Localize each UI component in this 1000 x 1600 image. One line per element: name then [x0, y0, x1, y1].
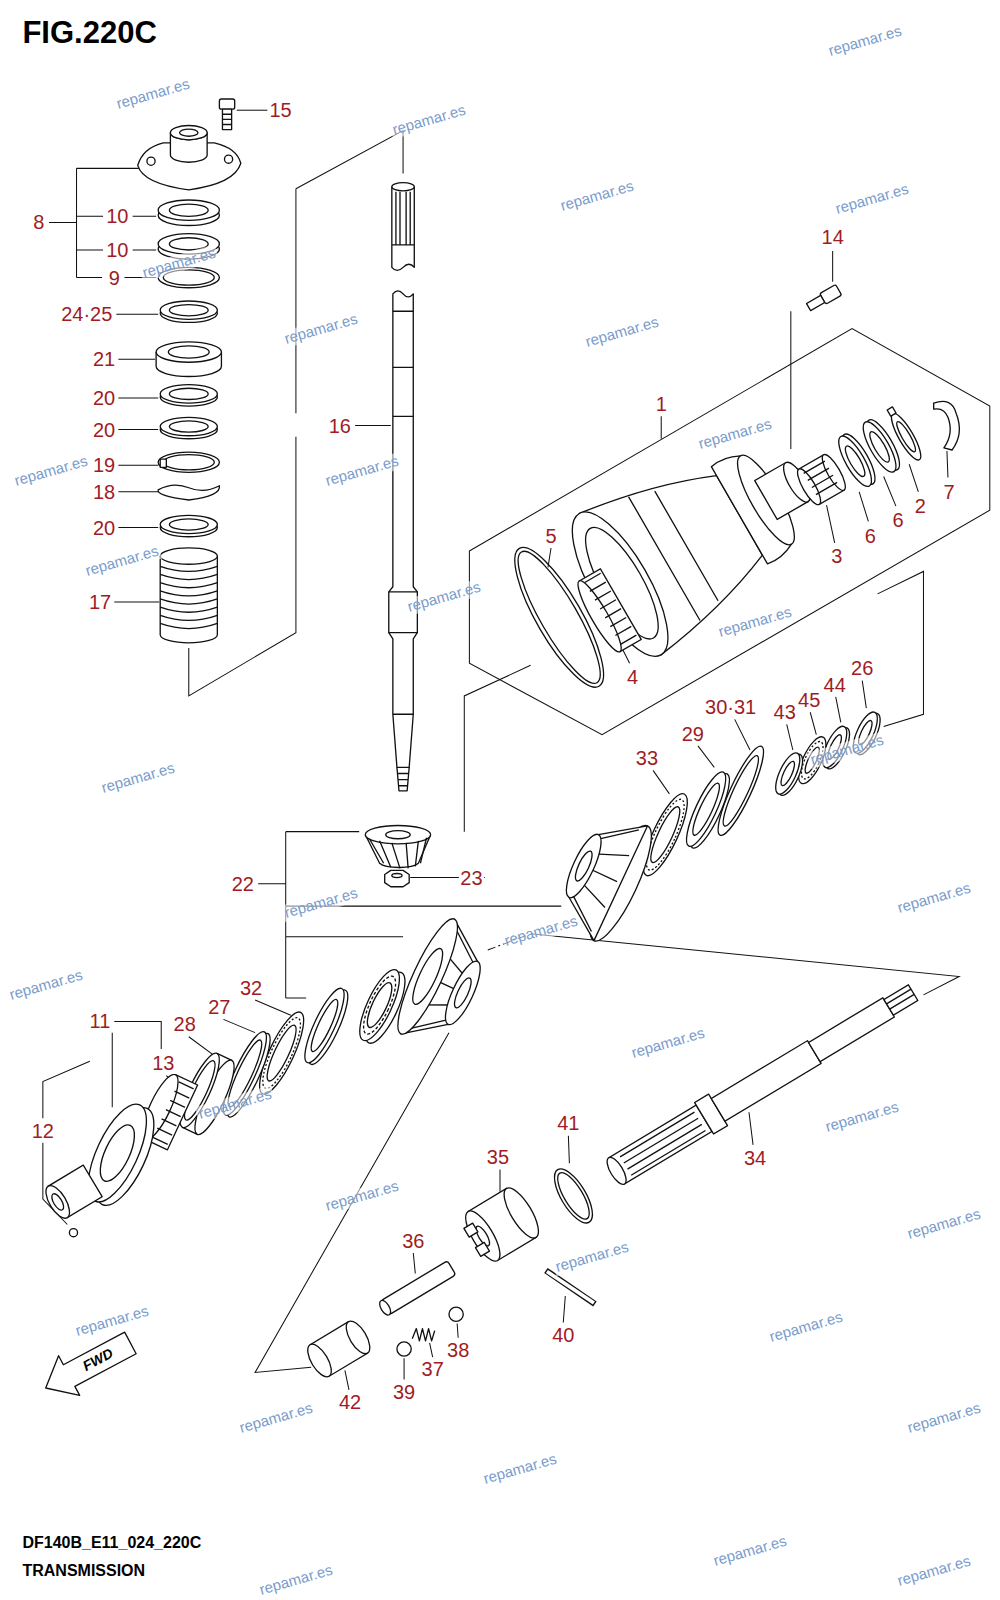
callout-number: 43: [773, 701, 797, 723]
callout-number: 7: [942, 481, 955, 503]
callout-number: 42: [338, 1391, 362, 1413]
watermark: repamar.es: [6, 966, 87, 1004]
callout-number: 15: [268, 99, 292, 121]
watermark: repamar.es: [582, 313, 663, 351]
callout-number: 2: [914, 495, 927, 517]
parts-drawing: [35, 99, 959, 1408]
callout-number: 29: [681, 723, 705, 745]
watermark: repamar.es: [388, 102, 469, 140]
callout-number: 33: [635, 747, 659, 769]
watermark: repamar.es: [904, 1206, 985, 1244]
callout-number: 19: [92, 454, 116, 476]
callout-number: 35: [486, 1146, 510, 1168]
callout-number: 32: [239, 977, 263, 999]
callout-number: 28: [173, 1013, 197, 1035]
callout-number: 4: [626, 666, 639, 688]
callout-number: 26: [850, 657, 874, 679]
watermark: repamar.es: [893, 1553, 974, 1591]
figure-title: FIG.220C: [22, 16, 156, 50]
callout-number: 20: [92, 517, 116, 539]
callout-number: 6: [864, 525, 877, 547]
watermark: repamar.es: [404, 578, 485, 616]
watermark: repamar.es: [628, 1024, 709, 1062]
leader-lines: [43, 110, 990, 1390]
callout-number: 41: [556, 1112, 580, 1134]
watermark: repamar.es: [807, 731, 888, 769]
watermark: repamar.es: [480, 1451, 561, 1489]
figure-caption: DF140B_E11_024_220C: [22, 1534, 201, 1552]
watermark: repamar.es: [138, 244, 219, 282]
callout-number: 10: [105, 239, 129, 261]
direction-label: FWD: [80, 1346, 115, 1375]
watermark: repamar.es: [235, 1400, 316, 1438]
watermark: repamar.es: [281, 310, 362, 348]
watermark: repamar.es: [552, 1238, 633, 1276]
callout-number: 37: [421, 1358, 445, 1380]
callout-number: 22: [231, 873, 255, 895]
callout-number: 5: [544, 525, 557, 547]
callout-number: 16: [328, 415, 352, 437]
callout-number: 44: [823, 674, 847, 696]
figure-caption: TRANSMISSION: [22, 1563, 145, 1581]
callout-number: 36: [401, 1230, 425, 1252]
callout-number: 23: [459, 867, 483, 889]
callout-number: 24·25: [60, 303, 113, 325]
watermark: repamar.es: [710, 1532, 791, 1570]
callout-number: 17: [88, 591, 112, 613]
watermark: repamar.es: [766, 1308, 847, 1346]
callout-number: 39: [392, 1381, 416, 1403]
callout-number: 8: [32, 211, 45, 233]
callout-number: 45: [797, 689, 821, 711]
callout-number: 1: [655, 393, 668, 415]
watermark: repamar.es: [256, 1561, 337, 1599]
watermark: repamar.es: [113, 75, 194, 113]
callout-number: 6: [891, 509, 904, 531]
watermark: repamar.es: [97, 759, 178, 797]
callout-number: 20: [92, 419, 116, 441]
watermark: repamar.es: [822, 1099, 903, 1137]
callout-number: 27: [207, 996, 231, 1018]
watermark: repamar.es: [694, 415, 775, 453]
callout-number: 40: [551, 1324, 575, 1346]
watermark: repamar.es: [322, 453, 403, 491]
watermark: repamar.es: [825, 22, 906, 60]
callout-number: 13: [151, 1052, 175, 1074]
watermark: repamar.es: [11, 453, 92, 491]
watermark: repamar.es: [82, 542, 163, 580]
callout-number: 11: [89, 1010, 112, 1032]
callout-number: 10: [105, 205, 129, 227]
watermark: repamar.es: [832, 180, 913, 218]
callout-number: 38: [446, 1339, 470, 1361]
callout-number: 18: [92, 481, 116, 503]
callout-number: 14: [821, 226, 845, 248]
callout-number: 30·31: [704, 696, 757, 718]
watermark: repamar.es: [557, 177, 638, 215]
callout-number: 21: [92, 348, 116, 370]
callout-number: 9: [108, 267, 121, 289]
watermark: repamar.es: [281, 884, 362, 922]
watermark: repamar.es: [322, 1177, 403, 1215]
watermark: repamar.es: [501, 912, 582, 950]
callout-number: 3: [830, 545, 843, 567]
watermark: repamar.es: [194, 1085, 275, 1123]
callout-number: 12: [31, 1120, 55, 1142]
callout-number: 20: [92, 387, 116, 409]
watermark: repamar.es: [72, 1303, 153, 1341]
watermark: repamar.es: [715, 604, 796, 642]
callout-number: 34: [743, 1147, 767, 1169]
watermark: repamar.es: [893, 879, 974, 917]
watermark: repamar.es: [904, 1400, 985, 1438]
